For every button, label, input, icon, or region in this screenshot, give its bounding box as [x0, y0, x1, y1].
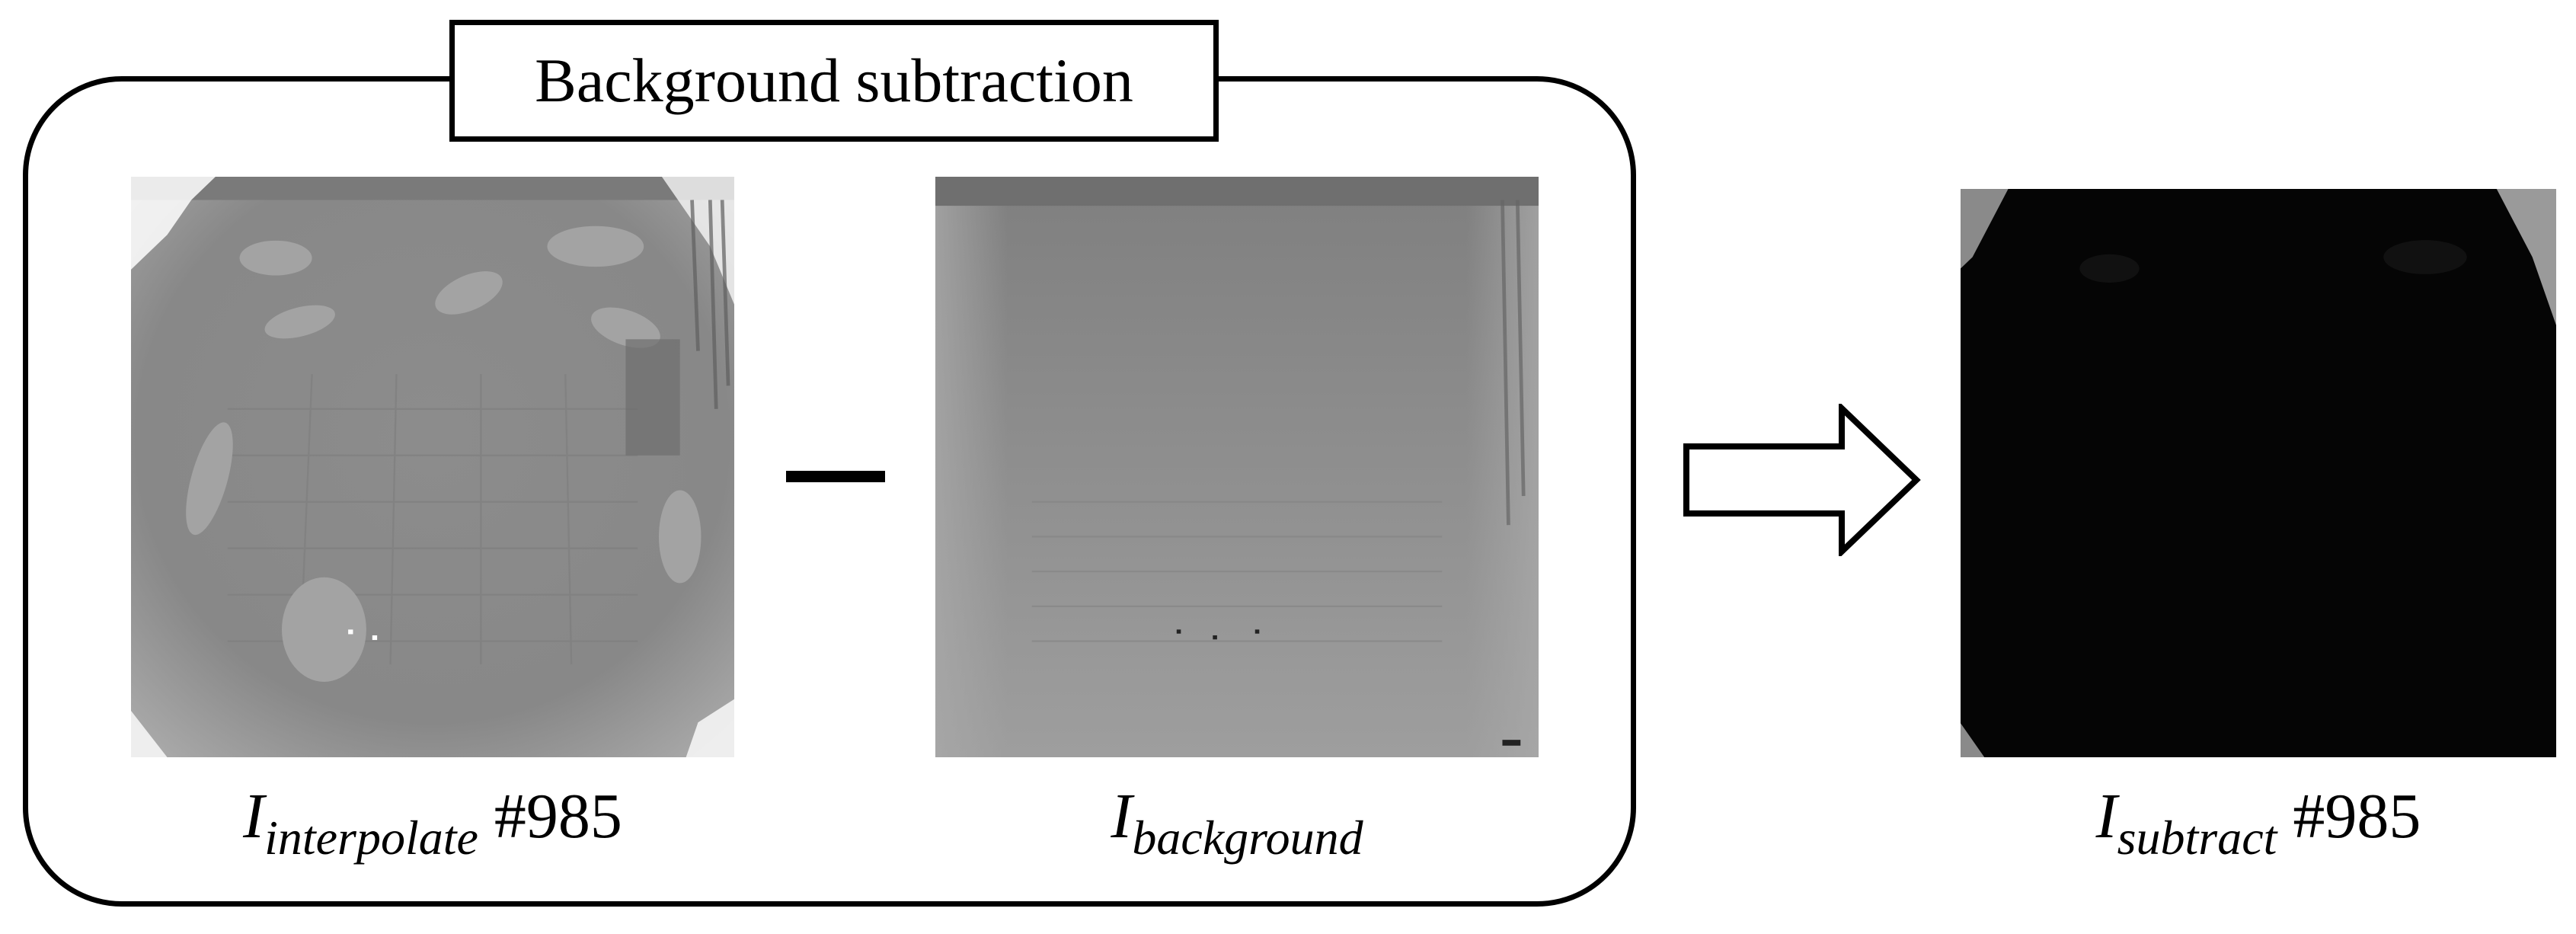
caption-background: Ibackground [935, 785, 1539, 862]
caption-subtract: Isubtract #985 [1961, 785, 2556, 862]
caption-interpolate: Iinterpolate #985 [131, 785, 734, 862]
subtract-depth-image [1961, 189, 2556, 757]
caption-interpolate-suffix: #985 [478, 781, 622, 852]
interpolate-depth-image [131, 177, 734, 757]
caption-subtract-symbol: I [2095, 781, 2117, 852]
caption-background-symbol: I [1111, 781, 1133, 852]
caption-subtract-subscript: subtract [2117, 811, 2277, 865]
caption-background-subscript: background [1132, 811, 1363, 865]
background-depth-image [935, 177, 1539, 757]
hollow-right-arrow-icon [1683, 404, 1921, 556]
caption-interpolate-subscript: interpolate [264, 811, 478, 865]
group-title-box: Background subtraction [449, 20, 1219, 142]
minus-icon [786, 471, 885, 482]
caption-subtract-suffix: #985 [2277, 781, 2421, 852]
group-title: Background subtraction [535, 46, 1133, 115]
caption-interpolate-symbol: I [243, 781, 265, 852]
